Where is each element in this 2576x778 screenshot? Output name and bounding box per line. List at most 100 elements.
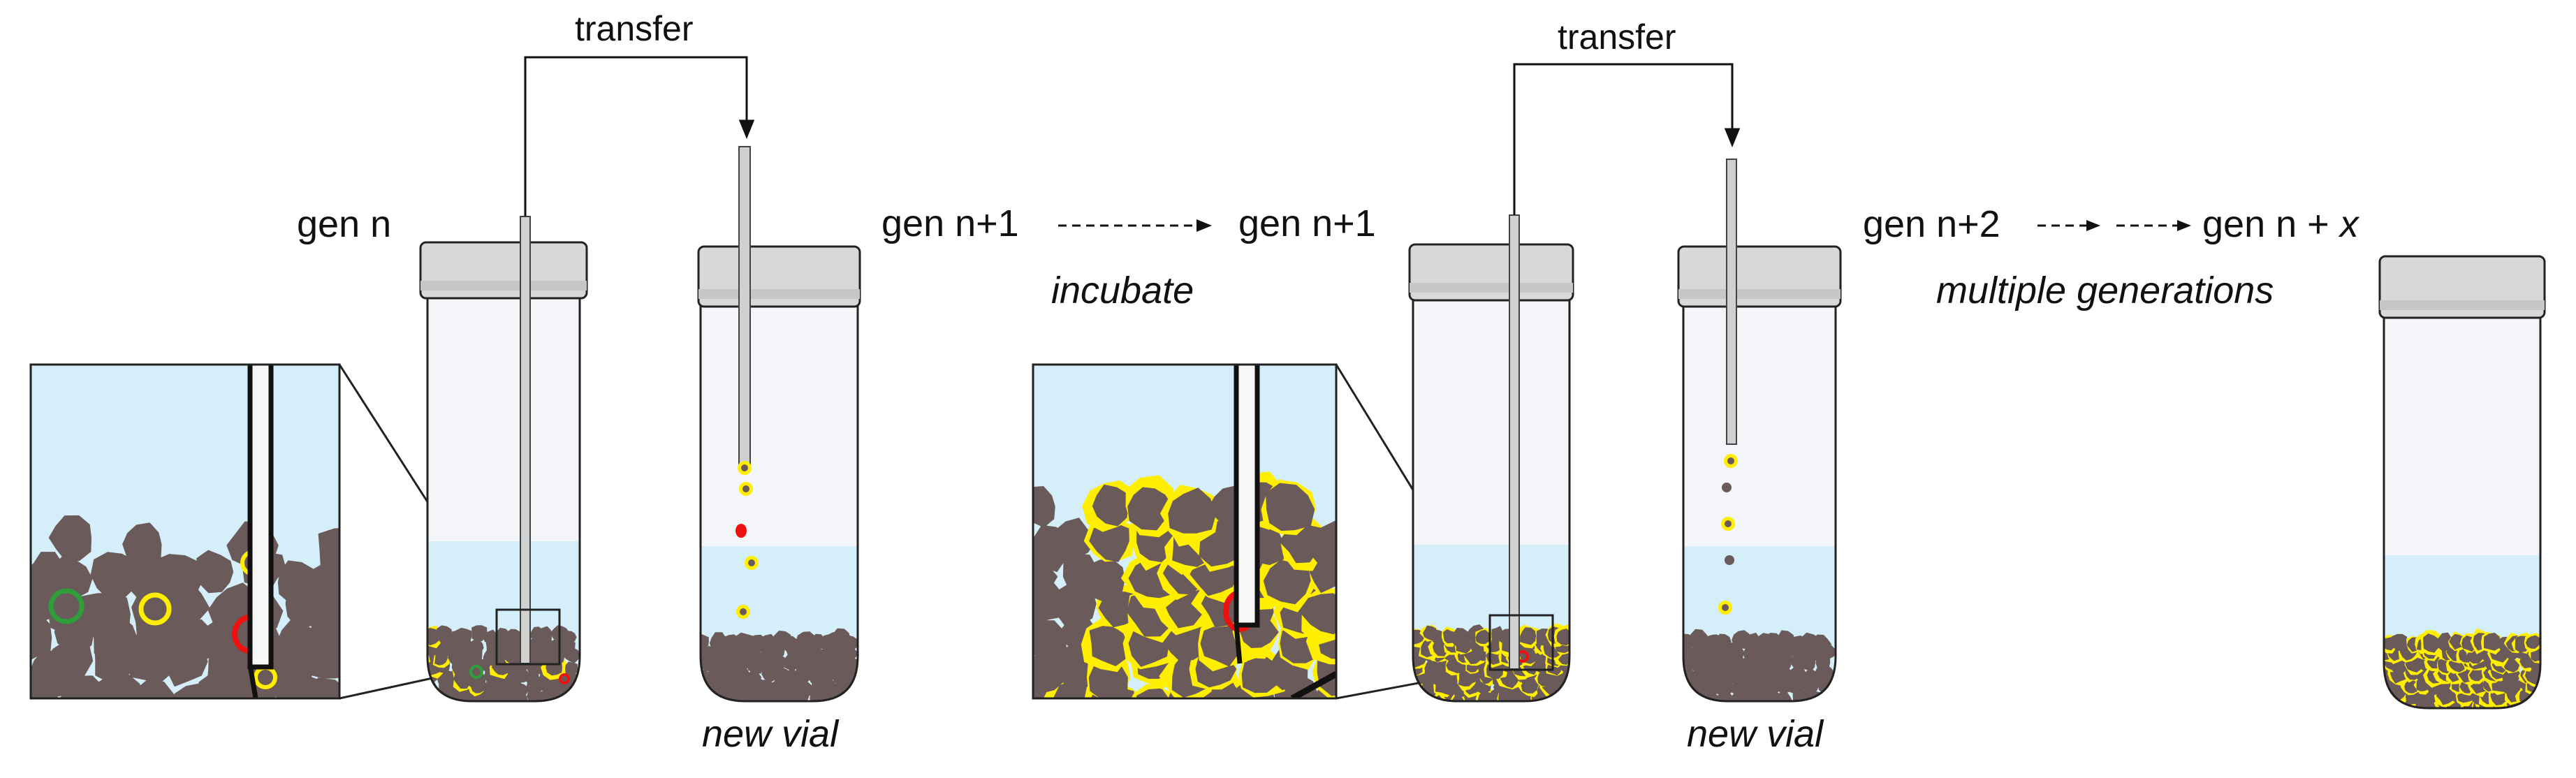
sediment-particle [434, 652, 448, 666]
sediment-particle [471, 625, 488, 642]
sediment-particle [821, 679, 839, 696]
sediment-particle [1033, 620, 1067, 661]
sediment-particle [796, 631, 818, 653]
sediment-particle [1715, 691, 1735, 701]
sediment-particle [535, 626, 552, 645]
sediment-particle [75, 593, 131, 636]
sediment-particle [2434, 632, 2454, 651]
drop-core [748, 559, 755, 566]
zoom-panel-gen-n1-particles [1033, 471, 1336, 698]
sediment-particle [840, 657, 858, 676]
sediment-particle [701, 633, 709, 649]
sediment-particle [1762, 691, 1783, 701]
sediment-particle [434, 625, 453, 644]
vial-new-1-transferred-particles [736, 461, 759, 619]
sediment-particle [701, 690, 715, 701]
sediment-particle [277, 560, 319, 605]
sediment-particle [1809, 634, 1832, 654]
zoom-panel-gen-n-needle [247, 365, 274, 698]
zoom-panel-gen-n [29, 363, 341, 700]
drop-core [740, 608, 747, 615]
sediment-particle [318, 528, 339, 573]
sediment-particle [1815, 656, 1831, 671]
sediment-particle [276, 619, 321, 666]
transfer-arrow-1 [524, 56, 755, 216]
gen-n1-label-right: gen n+1 [1238, 203, 1376, 244]
vial-gen-n1-needle [1509, 214, 1520, 670]
drop-core [741, 464, 748, 471]
sediment-particle [455, 627, 472, 646]
vial-gen-n-zoom-box [495, 608, 561, 666]
drop-core [1722, 604, 1729, 611]
yellow-cell-ring [138, 592, 172, 626]
sediment-particle [2526, 700, 2540, 708]
drop-core [1727, 457, 1734, 464]
sediment-particle [791, 677, 814, 699]
brown-drop [1722, 483, 1732, 492]
brown-drop [1725, 555, 1734, 565]
sediment-particle [730, 666, 750, 687]
sediment-particle [747, 670, 762, 686]
sediment-particle [1033, 558, 1058, 596]
sediment-particle [1520, 627, 1537, 645]
generations-dashed-arrow [2037, 220, 2191, 231]
sediment-particle [1127, 487, 1173, 531]
sediment-particle [504, 629, 523, 645]
zoom-panel-gen-n1-needle [1234, 365, 1336, 698]
sediment-particle [1302, 520, 1336, 567]
vial-new-2-needle [1726, 159, 1737, 445]
sediment-particle [1089, 626, 1128, 666]
vial-gen-nx [2378, 255, 2546, 710]
sediment-particle [133, 679, 175, 698]
sediment-particle [2503, 657, 2520, 673]
sediment-particle [732, 632, 755, 653]
transfer-label-2: transfer [1558, 17, 1676, 57]
sediment-particle [842, 635, 858, 652]
sediment-particle [303, 677, 339, 698]
new-vial-label-1: new vial [702, 713, 839, 755]
gen-n1-label-left: gen n+1 [881, 203, 1019, 244]
gen-n2-label: gen n+2 [1863, 203, 2000, 245]
sediment-particle [780, 668, 798, 687]
sediment-particle [1168, 487, 1217, 534]
vial-gen-n1 [1408, 214, 1574, 703]
cell-ring [469, 665, 483, 679]
sediment-particle [2384, 697, 2395, 708]
gen-n-label: gen n [297, 203, 392, 245]
sediment-particle [48, 515, 92, 562]
sediment-particle [565, 661, 578, 675]
vial-new-2 [1677, 159, 1842, 703]
sediment-particle [1266, 483, 1315, 531]
gen-nx-prefix: gen n + [2202, 203, 2340, 245]
cell-ring [559, 673, 570, 684]
vial-gen-n1-zoom-box [1488, 614, 1554, 671]
sediment-particle [780, 636, 799, 653]
gen-nx-label: gen n + x [2202, 203, 2359, 246]
vial-new-1 [697, 146, 861, 703]
vial-gen-nx-sediment [2384, 628, 2540, 708]
sediment-particle [483, 629, 497, 644]
sediment-particle [1742, 632, 1763, 652]
sediment-particle [1558, 689, 1569, 701]
red-drop [736, 524, 747, 538]
yellow-particle [2384, 696, 2397, 708]
gen-nx-variable: x [2339, 203, 2359, 245]
incubate-label: incubate [1051, 270, 1194, 311]
sediment-particle [1413, 689, 1425, 701]
sediment-particle [1544, 673, 1559, 687]
transfer-arrow-2 [1513, 63, 1741, 215]
new-vial-label-2: new vial [1687, 713, 1824, 755]
sediment-particle [2468, 667, 2485, 682]
sediment-particle [122, 522, 162, 565]
sediment-particle [701, 645, 717, 665]
vial-gen-n-needle [520, 216, 531, 664]
vial-gen-n [419, 216, 588, 703]
sediment-particle [427, 692, 438, 701]
sediment-particle [1136, 688, 1169, 698]
sediment-particle [1263, 559, 1311, 605]
sediment-particle [1740, 666, 1760, 685]
sediment-particle [1803, 669, 1818, 686]
sediment-particle [1688, 629, 1711, 652]
sediment-particle [515, 683, 529, 698]
